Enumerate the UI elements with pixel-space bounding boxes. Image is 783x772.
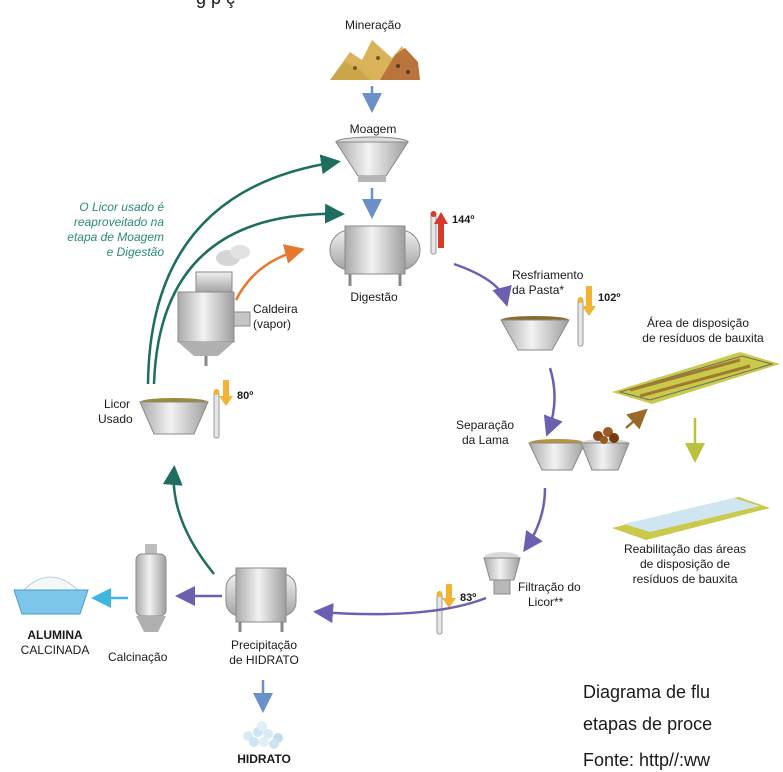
residue-arrow: [625, 408, 648, 430]
label-alumina-2: CALCINADA: [20, 643, 90, 657]
thermometer-resfriamento-icon: [577, 286, 596, 347]
label-resfriamento-2: da Pasta*: [512, 283, 565, 297]
rehabilitated-area-icon: [612, 495, 770, 540]
temp-digestao: 144º: [452, 214, 475, 226]
steam-arrow: [234, 244, 305, 301]
precip-to-spent-liquor-arrow: [162, 465, 215, 575]
label-digestao: Digestão: [350, 290, 398, 304]
recycle-note-line4: e Digestão: [106, 245, 164, 259]
label-alumina-1: ALUMINA: [27, 628, 83, 642]
label-hidrato: HIDRATO: [237, 752, 291, 766]
boiler-icon: [177, 245, 251, 366]
alumina-tray-icon: [13, 576, 89, 615]
precipitation-vessel-icon: [225, 567, 297, 632]
label-licor-2: Usado: [98, 412, 133, 426]
disposal-area-icon: [612, 352, 780, 404]
cooling-basin-icon: [500, 316, 570, 351]
label-licor-1: Licor: [104, 397, 131, 411]
temp-filtracao: 83º: [460, 592, 477, 604]
cropped-title: g p ç: [196, 0, 235, 10]
caption-line2: etapas de proce: [583, 714, 713, 734]
thermometer-licor-icon: [213, 380, 233, 439]
label-area-1: Área de disposição: [646, 316, 750, 330]
ore-pile-icon: [330, 40, 420, 80]
label-precipitacao-1: Precipitação: [230, 638, 298, 652]
label-calcinacao: Calcinação: [108, 650, 168, 664]
spent-liquor-basin-icon: [139, 398, 209, 435]
label-caldeira-2: (vapor): [253, 317, 292, 331]
temp-licor: 80º: [237, 390, 254, 402]
recycle-note-line1: O Licor usado é: [79, 200, 164, 214]
filter-icon: [483, 552, 521, 595]
recycle-note-line3: etapa de Moagem: [67, 230, 164, 244]
caption-source: Fonte: http//:ww: [583, 750, 711, 770]
recycle-to-mill-arrow: [146, 154, 341, 385]
separation-basin-icon: [528, 427, 630, 471]
label-separacao-1: Separação: [456, 418, 515, 432]
thermometer-filtracao-icon: [436, 584, 456, 635]
label-filtracao-1: Filtração do: [518, 580, 581, 594]
mill-hopper-icon: [335, 136, 409, 182]
digest-to-cooling-arrow: [453, 262, 512, 307]
thermometer-digestao-icon: [430, 211, 448, 255]
label-moagem: Moagem: [349, 122, 397, 136]
label-area-2: de resíduos de bauxita: [642, 331, 764, 345]
filter-to-precipitation-arrow: [313, 596, 487, 624]
caption-line1: Diagrama de flu: [583, 682, 711, 702]
label-reab-1: Reabilitação das áreas: [623, 542, 747, 556]
label-caldeira-1: Caldeira: [253, 302, 298, 316]
temp-resfriamento: 102º: [598, 292, 621, 304]
label-resfriamento-1: Resfriamento: [512, 268, 584, 282]
calciner-icon: [135, 544, 167, 632]
recycle-note-line2: reaproveitado na: [73, 215, 164, 229]
label-reab-3: resíduos de bauxita: [632, 572, 738, 586]
label-filtracao-2: Licor**: [528, 595, 564, 609]
label-precipitacao-2: de HIDRATO: [229, 653, 299, 667]
label-reab-2: de disposição de: [639, 557, 731, 571]
recycle-note: O Licor usado é reaproveitado na etapa d…: [44, 200, 164, 260]
hydrate-pile-icon: [243, 721, 283, 749]
cooling-to-separation-arrow: [543, 367, 563, 437]
label-mineracao: Mineração: [344, 18, 402, 32]
separation-to-filter-arrow: [523, 487, 547, 553]
digester-icon: [329, 225, 421, 286]
label-separacao-2: da Lama: [462, 433, 509, 447]
recycle-to-digestion-arrow: [152, 203, 345, 385]
